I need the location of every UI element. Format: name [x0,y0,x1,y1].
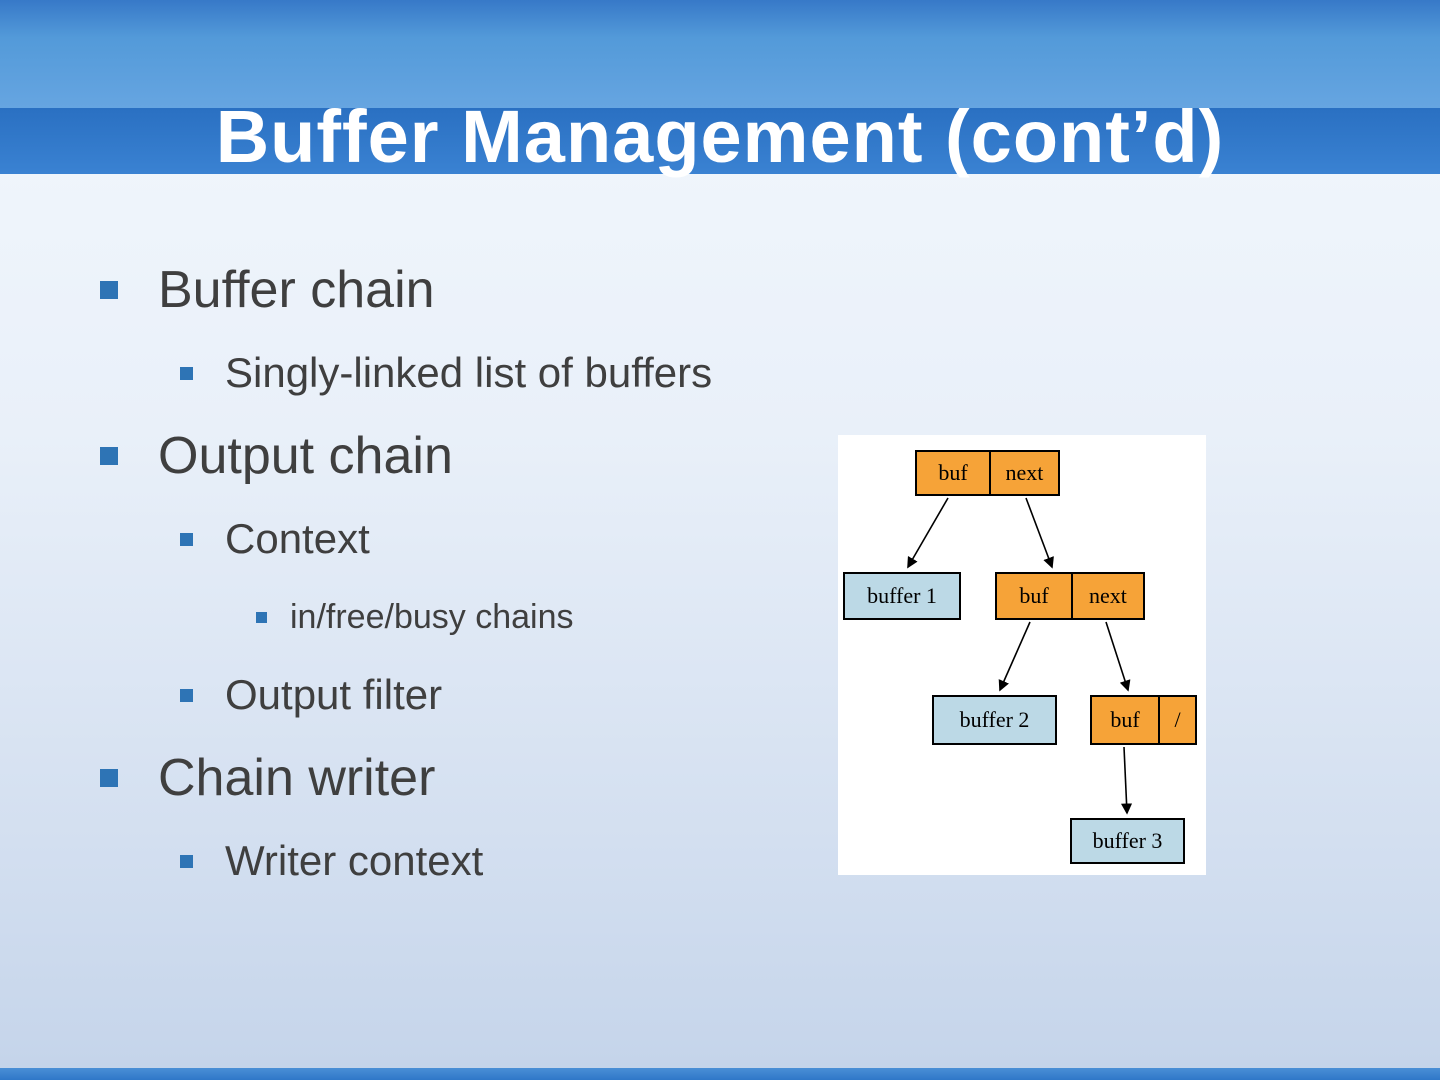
bullet-item: in/free/busy chains [0,580,840,654]
bullet-item: Output filter [0,654,840,736]
bullet-square-icon [180,366,193,380]
link-node-1: buf next [915,450,1060,496]
link-node-buf-cell: buf [1019,583,1049,608]
bullet-square-icon [180,532,193,546]
bullet-square-icon [256,611,267,623]
buffer-node-3: buffer 3 [1070,818,1185,864]
link-node-buf-cell: buf [938,460,968,485]
bullet-text: Chain writer [158,749,436,807]
bullet-square-icon [100,281,118,299]
bullet-text: Output filter [225,671,443,718]
bullet-square-icon [180,854,193,868]
footer-band [0,1068,1440,1080]
link-node-next-cell: next [1071,574,1143,618]
buffer-node-label: buffer 1 [867,583,937,608]
bullet-square-icon [100,447,118,465]
bullet-list: Buffer chain Singly-linked list of buffe… [0,248,840,902]
bullet-text: in/free/busy chains [290,597,574,636]
bullet-item: Context [0,498,840,580]
link-node-next-cell: next [989,452,1058,494]
buffer-node-2: buffer 2 [932,695,1057,745]
link-node-2: buf next [995,572,1145,620]
buffer-chain-diagram: buf next buffer 1 buf next buffer 2 buf … [838,435,1206,875]
page-title: Buffer Management (cont’d) [215,95,1225,178]
buffer-node-label: buffer 3 [1092,828,1163,853]
bullet-text: Output chain [158,427,453,485]
bullet-text: Singly-linked list of buffers [225,349,713,396]
bullet-item: Output chain [0,414,840,498]
link-node-null-cell: / [1158,697,1195,743]
bullet-text: Writer context [225,837,484,884]
bullet-item: Chain writer [0,736,840,820]
link-node-buf-cell: buf [1110,707,1140,732]
link-node-3: buf / [1090,695,1197,745]
bullet-text: Context [225,515,370,562]
buffer-node-1: buffer 1 [843,572,961,620]
bullet-item: Writer context [0,820,840,902]
bullet-item: Singly-linked list of buffers [0,332,840,414]
diagram-arrows [907,497,1133,815]
bullet-text: Buffer chain [158,261,435,319]
buffer-node-label: buffer 2 [959,707,1030,732]
title-strip: Buffer Management (cont’d) [0,100,1440,174]
bullet-item: Buffer chain [0,248,840,332]
bullet-square-icon [180,688,193,702]
bullet-square-icon [100,769,118,787]
header-band [0,0,1440,108]
